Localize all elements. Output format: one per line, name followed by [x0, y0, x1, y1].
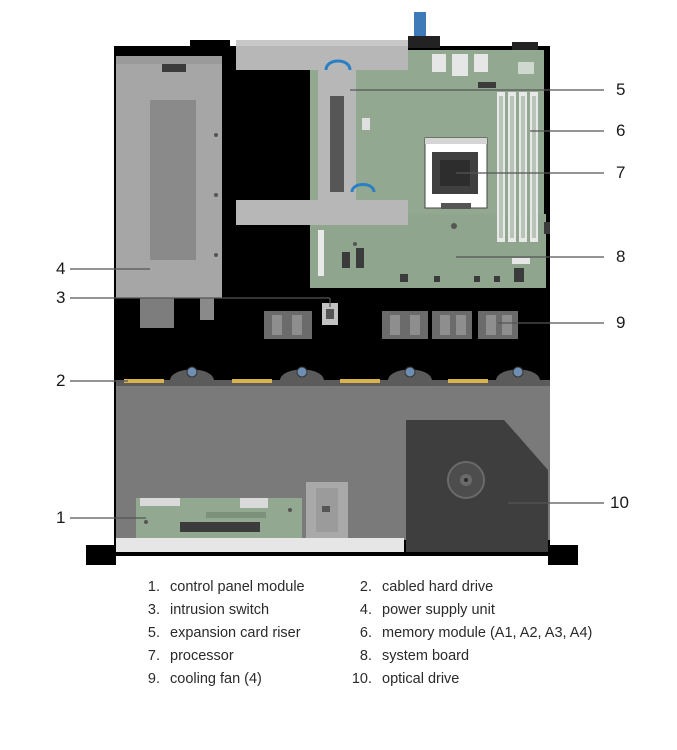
- rear-tab: [190, 40, 230, 50]
- legend-label: cooling fan (4): [170, 671, 262, 687]
- legend-item-2: 2. cabled hard drive: [346, 579, 493, 595]
- legend-item-4: 4. power supply unit: [346, 602, 495, 618]
- server-diagram: 1 2 3 4 5 6 7 8 9 10: [56, 12, 629, 565]
- legend-item-8: 8. system board: [346, 648, 469, 664]
- legend-number: 8.: [359, 648, 372, 664]
- callout-number-6: 6: [616, 121, 626, 140]
- legend-number: 4.: [359, 602, 372, 618]
- rear-latch: [414, 12, 426, 42]
- cabled-hard-drives: [120, 366, 546, 386]
- callout-number-9: 9: [616, 313, 626, 332]
- rack-ear-right: [548, 545, 578, 565]
- callout-number-2: 2: [56, 371, 66, 390]
- legend-number: 2.: [359, 579, 372, 595]
- legend-number: 3.: [147, 602, 160, 618]
- callout-number-1: 1: [56, 508, 66, 527]
- callout-number-7: 7: [616, 163, 626, 182]
- rear-port: [512, 42, 538, 50]
- legend-item-7: 7. processor: [134, 648, 234, 664]
- legend-label: power supply unit: [382, 602, 495, 618]
- optical-drive: [406, 420, 548, 552]
- legend-number: 7.: [147, 648, 160, 664]
- legend-item-6: 6. memory module (A1, A2, A3, A4): [346, 625, 592, 641]
- legend-item-10: 10. optical drive: [346, 671, 460, 687]
- callout-number-10: 10: [610, 493, 629, 512]
- legend-item-9: 9. cooling fan (4): [134, 671, 262, 687]
- callout-number-8: 8: [616, 247, 626, 266]
- legend-number: 5.: [147, 625, 160, 641]
- rack-ear-left: [86, 545, 116, 565]
- leader-lines: [70, 89, 604, 519]
- callout-number-5: 5: [616, 80, 626, 99]
- legend-number: 10.: [351, 671, 372, 687]
- legend-label: cabled hard drive: [382, 579, 494, 595]
- legend-label: control panel module: [170, 579, 305, 595]
- callout-number-3: 3: [56, 288, 66, 307]
- legend-label: optical drive: [382, 671, 460, 687]
- legend-label: intrusion switch: [170, 602, 270, 618]
- memory-modules: [497, 92, 538, 242]
- legend-label: system board: [382, 648, 470, 664]
- legend-number: 1.: [147, 579, 160, 595]
- power-supply-unit: [116, 56, 222, 328]
- legend-label: processor: [170, 648, 234, 664]
- legend-label: memory module (A1, A2, A3, A4): [382, 625, 593, 641]
- legend-number: 9.: [147, 671, 160, 687]
- legend-number: 6.: [359, 625, 372, 641]
- server-chassis-illustration: [70, 12, 604, 565]
- expansion-card-riser: [236, 40, 408, 225]
- control-panel-module: [136, 498, 302, 538]
- legend-item-3: 3. intrusion switch: [134, 602, 269, 618]
- front-bezel: [116, 538, 404, 552]
- callout-number-4: 4: [56, 259, 66, 278]
- legend-item-1: 1. control panel module: [134, 579, 305, 595]
- cooling-fans: [264, 311, 518, 339]
- legend-item-5: 5. expansion card riser: [134, 625, 301, 641]
- legend-label: expansion card riser: [170, 625, 301, 641]
- rear-latch-base: [408, 36, 440, 48]
